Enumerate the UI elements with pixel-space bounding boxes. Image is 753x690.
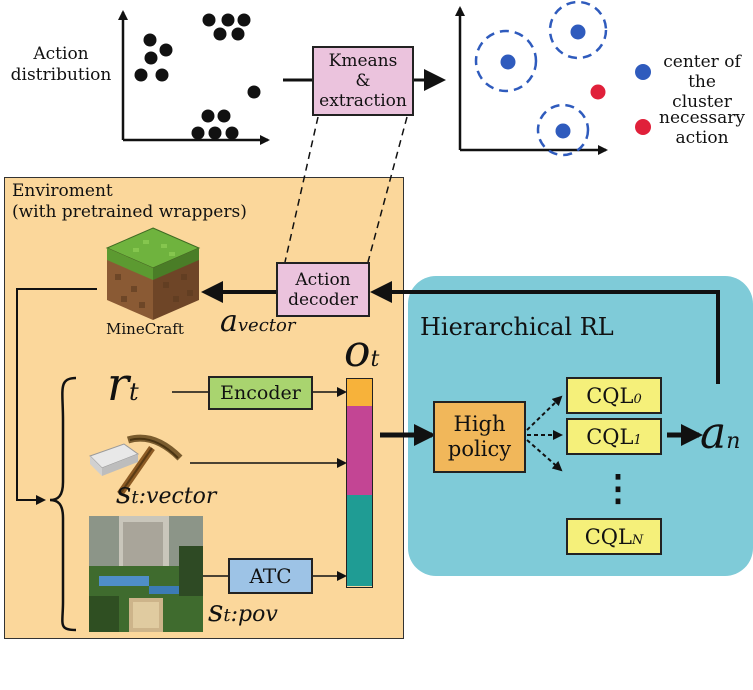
pov-screenshot-icon: [89, 516, 203, 632]
bar-segment-vector: [347, 406, 372, 495]
action-point: [217, 109, 231, 123]
state-vector-label: st:vector: [116, 476, 217, 511]
cql-0-box: CQL0: [566, 377, 662, 414]
action-point: [155, 68, 169, 82]
action-distribution-label: Action distribution: [10, 44, 112, 85]
left-scatter-plot: [118, 10, 270, 145]
action-point: [221, 13, 235, 27]
observation-label: ot: [344, 326, 380, 377]
encoder-box: Encoder: [208, 376, 313, 410]
action-point: [208, 126, 222, 140]
a-vector-label: avector: [220, 304, 296, 339]
cql-1-box: CQL1: [566, 418, 662, 455]
action-point: [231, 27, 245, 41]
legend-blue-dot: [635, 64, 651, 80]
atc-label: ATC: [249, 564, 292, 588]
environment-panel: [4, 177, 404, 639]
high-policy-box: High policy: [433, 401, 526, 473]
bar-segment-pov: [347, 495, 372, 586]
action-point: [134, 68, 148, 82]
action-point: [191, 126, 205, 140]
observation-bar: [346, 378, 373, 588]
action-decoder-box: Action decoder: [276, 262, 370, 317]
legend-center-label: center of the cluster: [663, 52, 741, 112]
minecraft-label: MineCraft: [106, 320, 184, 338]
pickaxe-iron-icon: [89, 434, 183, 496]
action-point: [202, 13, 216, 27]
action-point: [201, 109, 215, 123]
action-point: [247, 85, 261, 99]
action-point: [159, 43, 173, 57]
action-n-label: an: [700, 408, 741, 459]
legend-red-dot: [635, 119, 651, 135]
cluster-center-point: [500, 54, 516, 70]
action-decoder-label: Action decoder: [288, 269, 358, 310]
cql-ellipsis: ⋮: [600, 467, 636, 509]
cluster-center-point: [570, 24, 586, 40]
high-policy-label: High policy: [447, 412, 512, 461]
atc-box: ATC: [228, 558, 313, 594]
cluster-center-point: [555, 123, 571, 139]
state-pov-label: st:pov: [208, 594, 278, 629]
necessary-action-point: [590, 84, 606, 100]
encoder-label: Encoder: [220, 382, 301, 404]
action-point: [237, 13, 251, 27]
reward-label: rt: [107, 357, 139, 411]
action-point: [225, 126, 239, 140]
action-point: [213, 27, 227, 41]
kmeans-extraction-box: Kmeans & extraction: [312, 46, 414, 116]
cql-n-box: CQLN: [566, 518, 662, 555]
legend-necessary-label: necessary action: [659, 108, 745, 148]
action-point: [144, 51, 158, 65]
hierarchical-rl-title: Hierarchical RL: [420, 313, 614, 341]
kmeans-extraction-label: Kmeans & extraction: [319, 51, 407, 111]
grass-block-icon: [105, 227, 201, 320]
environment-title: Enviroment (with pretrained wrappers): [12, 181, 247, 222]
bar-segment-reward: [347, 379, 372, 406]
action-point: [143, 33, 157, 47]
right-scatter-plot: [455, 0, 608, 157]
